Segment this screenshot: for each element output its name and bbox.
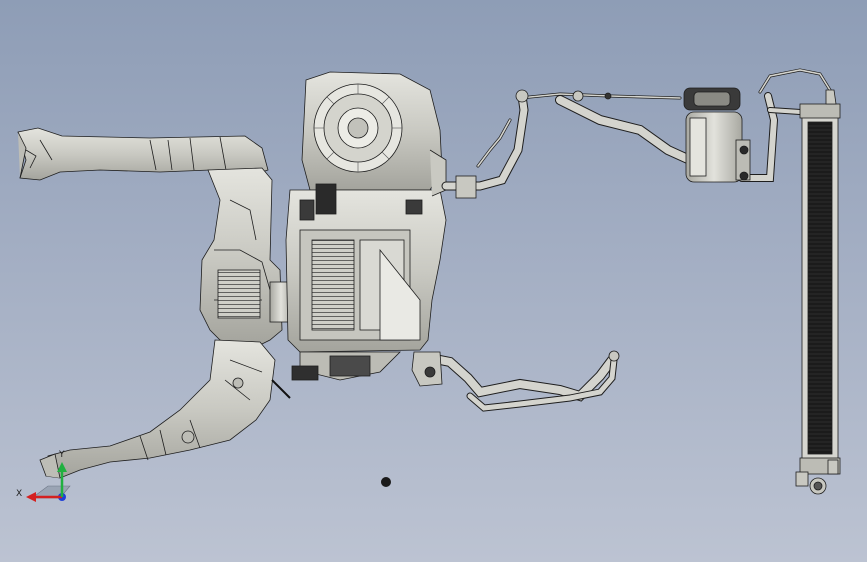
- refrigerant-pipes-upper[interactable]: [441, 68, 832, 191]
- screw-point: [381, 477, 391, 487]
- y-axis-label: Y: [58, 450, 65, 460]
- coordinate-triad: X Y: [16, 450, 71, 502]
- refrigerant-pipes-lower[interactable]: [425, 353, 618, 412]
- hvac-unit[interactable]: [285, 71, 447, 381]
- x-axis-label: X: [16, 489, 22, 499]
- radiator-condenser[interactable]: [795, 89, 841, 495]
- left-air-duct[interactable]: [17, 127, 291, 479]
- ac-compressor[interactable]: [683, 87, 751, 183]
